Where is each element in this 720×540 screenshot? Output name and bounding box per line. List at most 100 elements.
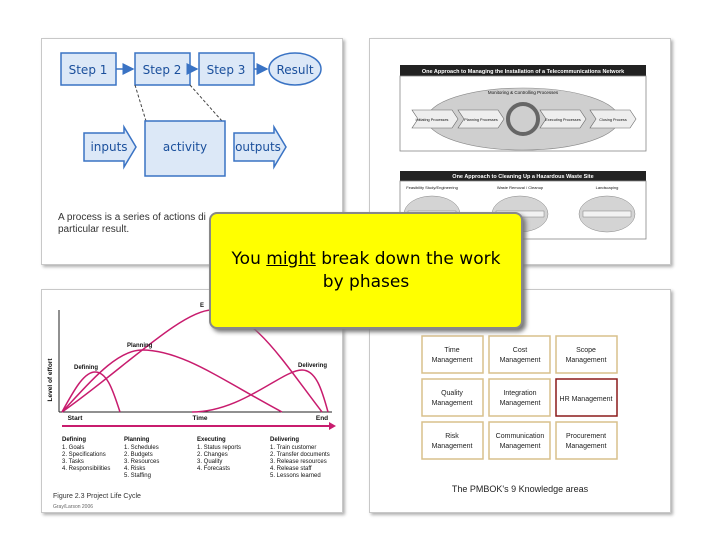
knowledge-area-time: Time Management <box>421 335 484 374</box>
svg-text:1. Goals: 1. Goals <box>62 445 84 451</box>
hazard-phase-1: Feasibility Study/Engineering <box>406 185 458 190</box>
svg-text:1. Train customer: 1. Train customer <box>270 445 316 451</box>
svg-text:Management: Management <box>566 443 607 450</box>
svg-text:1. Schedules: 1. Schedules <box>124 445 159 451</box>
phase-column-delivering: Delivering 1. Train customer 2. Transfer… <box>270 437 330 479</box>
svg-text:4. Forecasts: 4. Forecasts <box>197 466 230 472</box>
svg-text:4. Risks: 4. Risks <box>124 466 145 472</box>
svg-text:2. Specifications: 2. Specifications <box>62 452 106 458</box>
phase-column-defining: Defining 1. Goals 2. Specifications 3. T… <box>62 437 110 472</box>
figure-caption: Figure 2.3 Project Life Cycle <box>53 493 141 500</box>
svg-text:Cost: Cost <box>513 347 527 354</box>
axis-time: Time <box>192 415 207 422</box>
callout-line1-rest: break down the work <box>321 248 501 269</box>
result-oval <box>268 52 322 86</box>
svg-text:1. Status reports: 1. Status reports <box>197 445 241 451</box>
svg-text:Management: Management <box>500 443 541 450</box>
figure-source: Gray/Larson 2006 <box>53 504 93 510</box>
svg-text:Defining: Defining <box>62 437 86 443</box>
callout-emphasis: might <box>266 248 316 269</box>
life-cycle-chart: Level of effort Defining Planning E Deli… <box>47 303 336 510</box>
step1-box <box>60 52 117 86</box>
svg-text:Risk: Risk <box>445 433 459 440</box>
knowledge-area-communication: Communication Management <box>488 421 551 460</box>
pmbok-grid: Time Management Cost Management Scope Ma… <box>394 330 620 494</box>
svg-text:Management: Management <box>566 357 607 364</box>
svg-text:Communication: Communication <box>496 433 545 440</box>
svg-text:Quality: Quality <box>441 390 463 397</box>
svg-text:Procurement: Procurement <box>566 433 606 440</box>
callout-text: You might break down the work by phases <box>232 248 501 294</box>
axis-start: Start <box>68 415 84 422</box>
closing-arrow <box>589 109 637 129</box>
svg-text:2. Changes: 2. Changes <box>197 452 228 458</box>
telecom-title: One Approach to Managing the Installatio… <box>422 69 625 75</box>
outputs-label: outputs <box>235 140 281 154</box>
executing-label: Executing Processes <box>545 118 581 122</box>
svg-text:Time: Time <box>444 347 459 354</box>
svg-text:Management: Management <box>500 400 541 407</box>
hazard-phase-2: Waste Removal / Cleanup <box>497 185 544 190</box>
step1-label: Step 1 <box>69 63 108 77</box>
hazard-title-bar <box>400 171 646 181</box>
knowledge-area-quality: Quality Management <box>421 378 484 417</box>
svg-text:Management: Management <box>432 357 473 364</box>
executing-arrow <box>539 109 587 129</box>
svg-text:Management: Management <box>432 443 473 450</box>
hazard-phase-3: Landscaping <box>596 185 619 190</box>
svg-text:4. Release staff: 4. Release staff <box>270 466 312 472</box>
initiating-label: Initiating Processes <box>416 118 449 122</box>
result-label: Result <box>276 63 313 77</box>
y-axis-label: Level of effort <box>47 358 54 402</box>
svg-text:2. Transfer documents: 2. Transfer documents <box>270 452 330 458</box>
planning-label: Planning Processes <box>464 118 498 122</box>
inputs-arrow <box>83 124 137 170</box>
curve-label-delivering: Delivering <box>298 363 327 369</box>
closing-label: Closing Process <box>599 118 627 122</box>
svg-text:3. Quality: 3. Quality <box>197 459 222 465</box>
callout-line2: by phases <box>322 271 410 292</box>
step2-box <box>134 52 191 86</box>
caption-line-2: particular result. <box>58 224 129 235</box>
svg-text:Management: Management <box>500 357 541 364</box>
monitoring-label: Monitoring & Controlling Processes <box>488 90 559 95</box>
curve-label-planning: Planning <box>127 343 153 349</box>
svg-text:3. Release resources: 3. Release resources <box>270 459 327 465</box>
phase-column-planning: Planning 1. Schedules 2. Budgets 3. Reso… <box>124 437 159 479</box>
pmbok-slide: Time Management Cost Management Scope Ma… <box>369 289 671 513</box>
hazard-title: One Approach to Cleaning Up a Hazardous … <box>452 174 593 180</box>
process-diagram: Step 1 Step 2 Step 3 Result inputs activ… <box>58 52 322 235</box>
phase-column-executing: Executing 1. Status reports 2. Changes 3… <box>197 437 241 472</box>
callout-box: You might break down the work by phases <box>209 212 523 329</box>
curve-label-defining: Defining <box>74 365 98 371</box>
svg-text:Delivering: Delivering <box>270 437 299 443</box>
delivering-curve <box>191 369 329 413</box>
svg-text:Executing: Executing <box>197 437 226 443</box>
defining-curve <box>61 371 121 413</box>
step3-label: Step 3 <box>207 63 246 77</box>
knowledge-area-procurement: Procurement Management <box>555 421 618 460</box>
initiating-arrow <box>411 109 459 129</box>
svg-text:2. Budgets: 2. Budgets <box>124 452 153 458</box>
knowledge-area-scope: Scope Management <box>555 335 618 374</box>
planning-curve <box>61 349 283 413</box>
svg-text:4. Responsibilities: 4. Responsibilities <box>62 466 110 472</box>
knowledge-area-risk: Risk Management <box>421 421 484 460</box>
telecom-title-bar <box>400 65 646 76</box>
curve-label-executing: E <box>200 303 204 309</box>
svg-text:Planning: Planning <box>124 437 150 443</box>
activity-label: activity <box>163 140 207 154</box>
svg-text:Scope: Scope <box>576 347 596 354</box>
outputs-arrow <box>233 124 287 170</box>
axis-end: End <box>316 415 328 422</box>
svg-text:3. Resources: 3. Resources <box>124 459 159 465</box>
knowledge-area-hr: HR Management <box>555 378 618 417</box>
process-diagram-slide: Step 1 Step 2 Step 3 Result inputs activ… <box>41 38 343 265</box>
knowledge-area-cost: Cost Management <box>488 335 551 374</box>
step2-label: Step 2 <box>143 63 182 77</box>
svg-text:Management: Management <box>432 400 473 407</box>
svg-text:3. Tasks: 3. Tasks <box>62 459 84 465</box>
inputs-label: inputs <box>90 140 127 154</box>
pmbok-caption: The PMBOK's 9 Knowledge areas <box>452 484 589 494</box>
knowledge-area-integration: Integration Management <box>488 378 551 417</box>
